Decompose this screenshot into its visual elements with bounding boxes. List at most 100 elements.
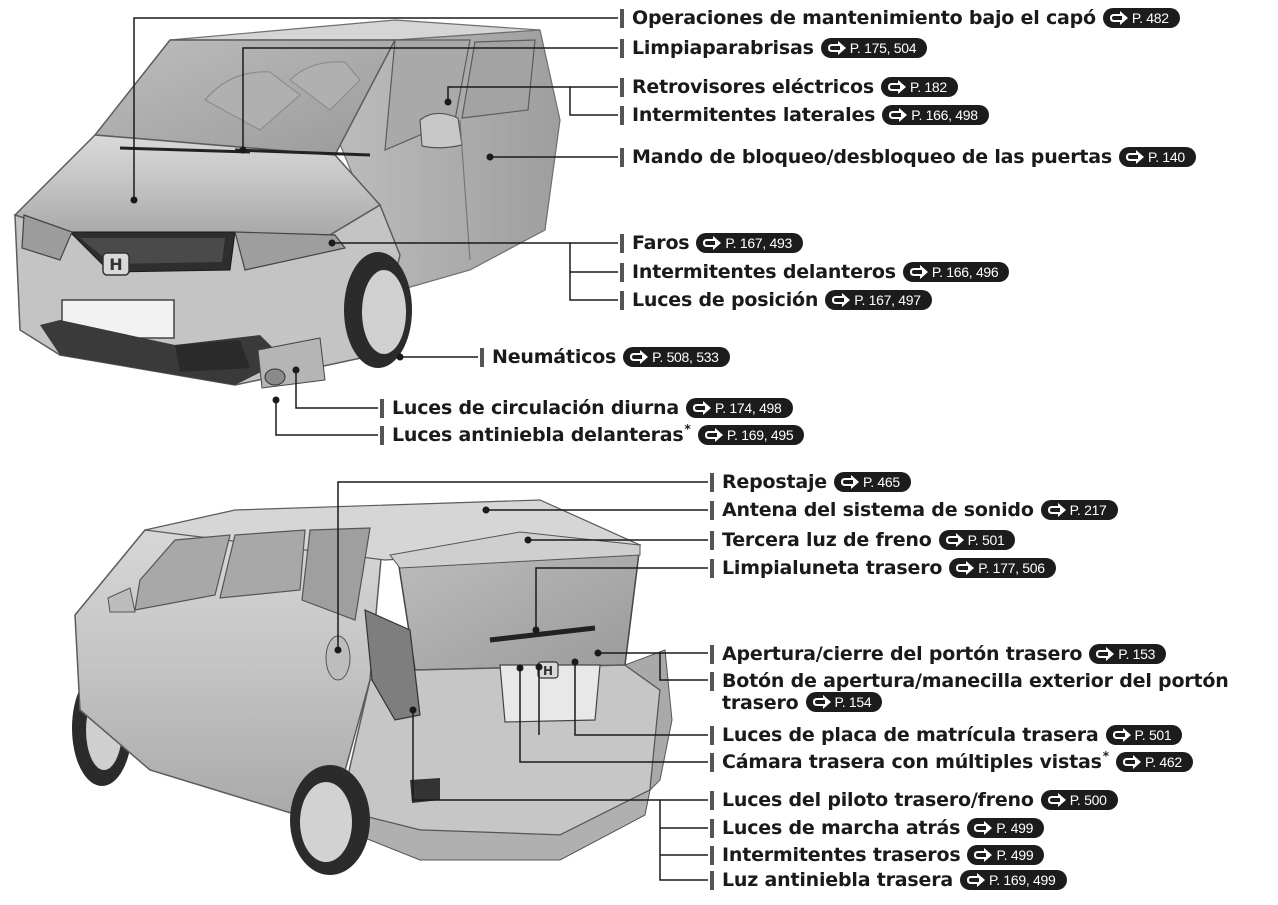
callout-bar: [620, 147, 624, 167]
rear-leader-dots: [334, 506, 602, 714]
page-reference-link[interactable]: P. 169, 499: [960, 870, 1067, 890]
callout-label: Faros: [632, 232, 690, 254]
callout-tires: Neumáticos P. 508, 533: [480, 346, 730, 368]
page-reference-link[interactable]: P. 167, 493: [696, 233, 803, 253]
callout-license-plate-lights: Luces de placa de matrícula trasera P. 5…: [710, 724, 1183, 746]
page-reference-link[interactable]: P. 482: [1102, 8, 1180, 28]
callout-front-turn-signals: Intermitentes delanteros P. 166, 496: [620, 261, 1010, 283]
callout-windshield-wipers: Limpiaparabrisas P. 175, 504: [620, 37, 928, 59]
page-reference-text: P. 175, 504: [849, 40, 917, 56]
callout-bar: [710, 870, 714, 890]
callout-bar: [620, 77, 624, 97]
callout-label: Cámara trasera con múltiples vistas: [722, 751, 1102, 773]
callout-multiview-rear-camera: Cámara trasera con múltiples vistas* P. …: [710, 749, 1193, 773]
asterisk-note: *: [1102, 749, 1109, 763]
page-reference-text: P. 501: [967, 532, 1005, 548]
callout-rear-fog-light: Luz antiniebla trasera P. 169, 499: [710, 869, 1067, 891]
callout-label: Limpialuneta trasero: [722, 557, 943, 579]
front-leader-lines: [133, 17, 618, 436]
callout-label: Apertura/cierre del portón trasero: [722, 643, 1083, 665]
callout-tail-brake-lights: Luces del piloto trasero/freno P. 500: [710, 789, 1118, 811]
callout-power-mirrors: Retrovisores eléctricos P. 182: [620, 76, 958, 98]
page-reference-text: P. 174, 498: [715, 400, 782, 416]
callout-bar: [710, 752, 714, 772]
callout-front-fog-lights: Luces antiniebla delanteras* P. 169, 495: [380, 422, 805, 446]
callout-label: Mando de bloqueo/desbloqueo de las puert…: [632, 146, 1112, 168]
arrow-right-icon: [943, 533, 965, 547]
callout-bar: [620, 105, 624, 125]
arrow-right-icon: [907, 265, 929, 279]
callout-label: Neumáticos: [492, 346, 617, 368]
page-reference-link[interactable]: P. 499: [967, 845, 1045, 865]
page-reference-text: P. 499: [996, 847, 1034, 863]
arrow-right-icon: [886, 108, 908, 122]
arrow-right-icon: [964, 873, 986, 887]
callout-label: Botón de apertura/manecilla exterior del…: [722, 670, 1270, 714]
callout-side-turn-signals: Intermitentes laterales P. 166, 498: [620, 104, 989, 126]
page-reference-link[interactable]: P. 166, 496: [902, 262, 1010, 282]
page-reference-link[interactable]: P. 169, 495: [697, 425, 805, 445]
page-reference-link[interactable]: P. 217: [1040, 500, 1118, 520]
page-reference-link[interactable]: P. 501: [938, 530, 1016, 550]
arrow-right-icon: [971, 821, 993, 835]
page-reference-link[interactable]: P. 462: [1115, 752, 1193, 772]
callout-bar: [620, 233, 624, 253]
callout-label: Antena del sistema de sonido: [722, 499, 1034, 521]
arrow-right-icon: [825, 41, 847, 55]
callout-bar: [710, 644, 714, 664]
callout-refueling: Repostaje P. 465: [710, 471, 911, 493]
rear-car-illustration: H: [72, 499, 673, 875]
arrow-right-icon: [810, 695, 832, 709]
page-reference-link[interactable]: P. 501: [1105, 725, 1183, 745]
callout-label: Retrovisores eléctricos: [632, 76, 875, 98]
page-reference-link[interactable]: P. 167, 497: [825, 290, 932, 310]
page-reference-link[interactable]: P. 175, 504: [820, 38, 928, 58]
page-reference-link[interactable]: P. 154: [805, 692, 883, 712]
arrow-right-icon: [1123, 150, 1145, 164]
callout-label: Operaciones de mantenimiento bajo el cap…: [632, 7, 1096, 29]
arrow-right-icon: [702, 428, 724, 442]
page-reference-text: P. 167, 497: [854, 292, 921, 308]
rear-leader-lines: [337, 481, 708, 881]
callout-label: Intermitentes laterales: [632, 104, 876, 126]
page-reference-text: P. 508, 533: [652, 349, 719, 365]
page-reference-text: P. 153: [1118, 646, 1156, 662]
page-reference-link[interactable]: P. 465: [833, 472, 911, 492]
callout-bar: [710, 558, 714, 578]
page-reference-text: P. 499: [996, 820, 1034, 836]
callout-label: Luces de posición: [632, 289, 819, 311]
callout-door-lock-switch: Mando de bloqueo/desbloqueo de las puert…: [620, 146, 1196, 168]
page-reference-link[interactable]: P. 140: [1119, 147, 1196, 167]
callout-tailgate-open-close: Apertura/cierre del portón trasero P. 15…: [710, 643, 1167, 665]
page-reference-link[interactable]: P. 174, 498: [686, 398, 793, 418]
page-reference-link[interactable]: P. 177, 506: [949, 558, 1056, 578]
arrow-right-icon: [829, 293, 851, 307]
arrow-right-icon: [690, 401, 712, 415]
arrow-right-icon: [1120, 755, 1142, 769]
callout-bar: [710, 725, 714, 745]
page-reference-link[interactable]: P. 153: [1089, 644, 1167, 664]
arrow-right-icon: [1045, 503, 1067, 517]
page-reference-link[interactable]: P. 500: [1040, 790, 1118, 810]
page-reference-text: P. 500: [1069, 792, 1107, 808]
arrow-right-icon: [627, 350, 649, 364]
page-reference-link[interactable]: P. 508, 533: [623, 347, 730, 367]
arrow-right-icon: [838, 475, 860, 489]
page-reference-link[interactable]: P. 182: [881, 77, 958, 97]
callout-label: Limpiaparabrisas: [632, 37, 814, 59]
page-reference-text: P. 167, 493: [725, 235, 792, 251]
callout-label-text: Botón de apertura/manecilla exterior del…: [722, 670, 1229, 714]
callout-label: Luces de marcha atrás: [722, 817, 961, 839]
callout-label: Luz antiniebla trasera: [722, 869, 953, 891]
page-reference-text: P. 501: [1134, 727, 1172, 743]
callout-daytime-running-lights: Luces de circulación diurna P. 174, 498: [380, 397, 793, 419]
page-reference-text: P. 217: [1069, 502, 1107, 518]
page-reference-link[interactable]: P. 499: [967, 818, 1045, 838]
arrow-right-icon: [971, 848, 993, 862]
page-reference-link[interactable]: P. 166, 498: [882, 105, 989, 125]
arrow-right-icon: [1093, 647, 1115, 661]
arrow-right-icon: [1110, 728, 1132, 742]
callout-bar: [480, 347, 484, 367]
